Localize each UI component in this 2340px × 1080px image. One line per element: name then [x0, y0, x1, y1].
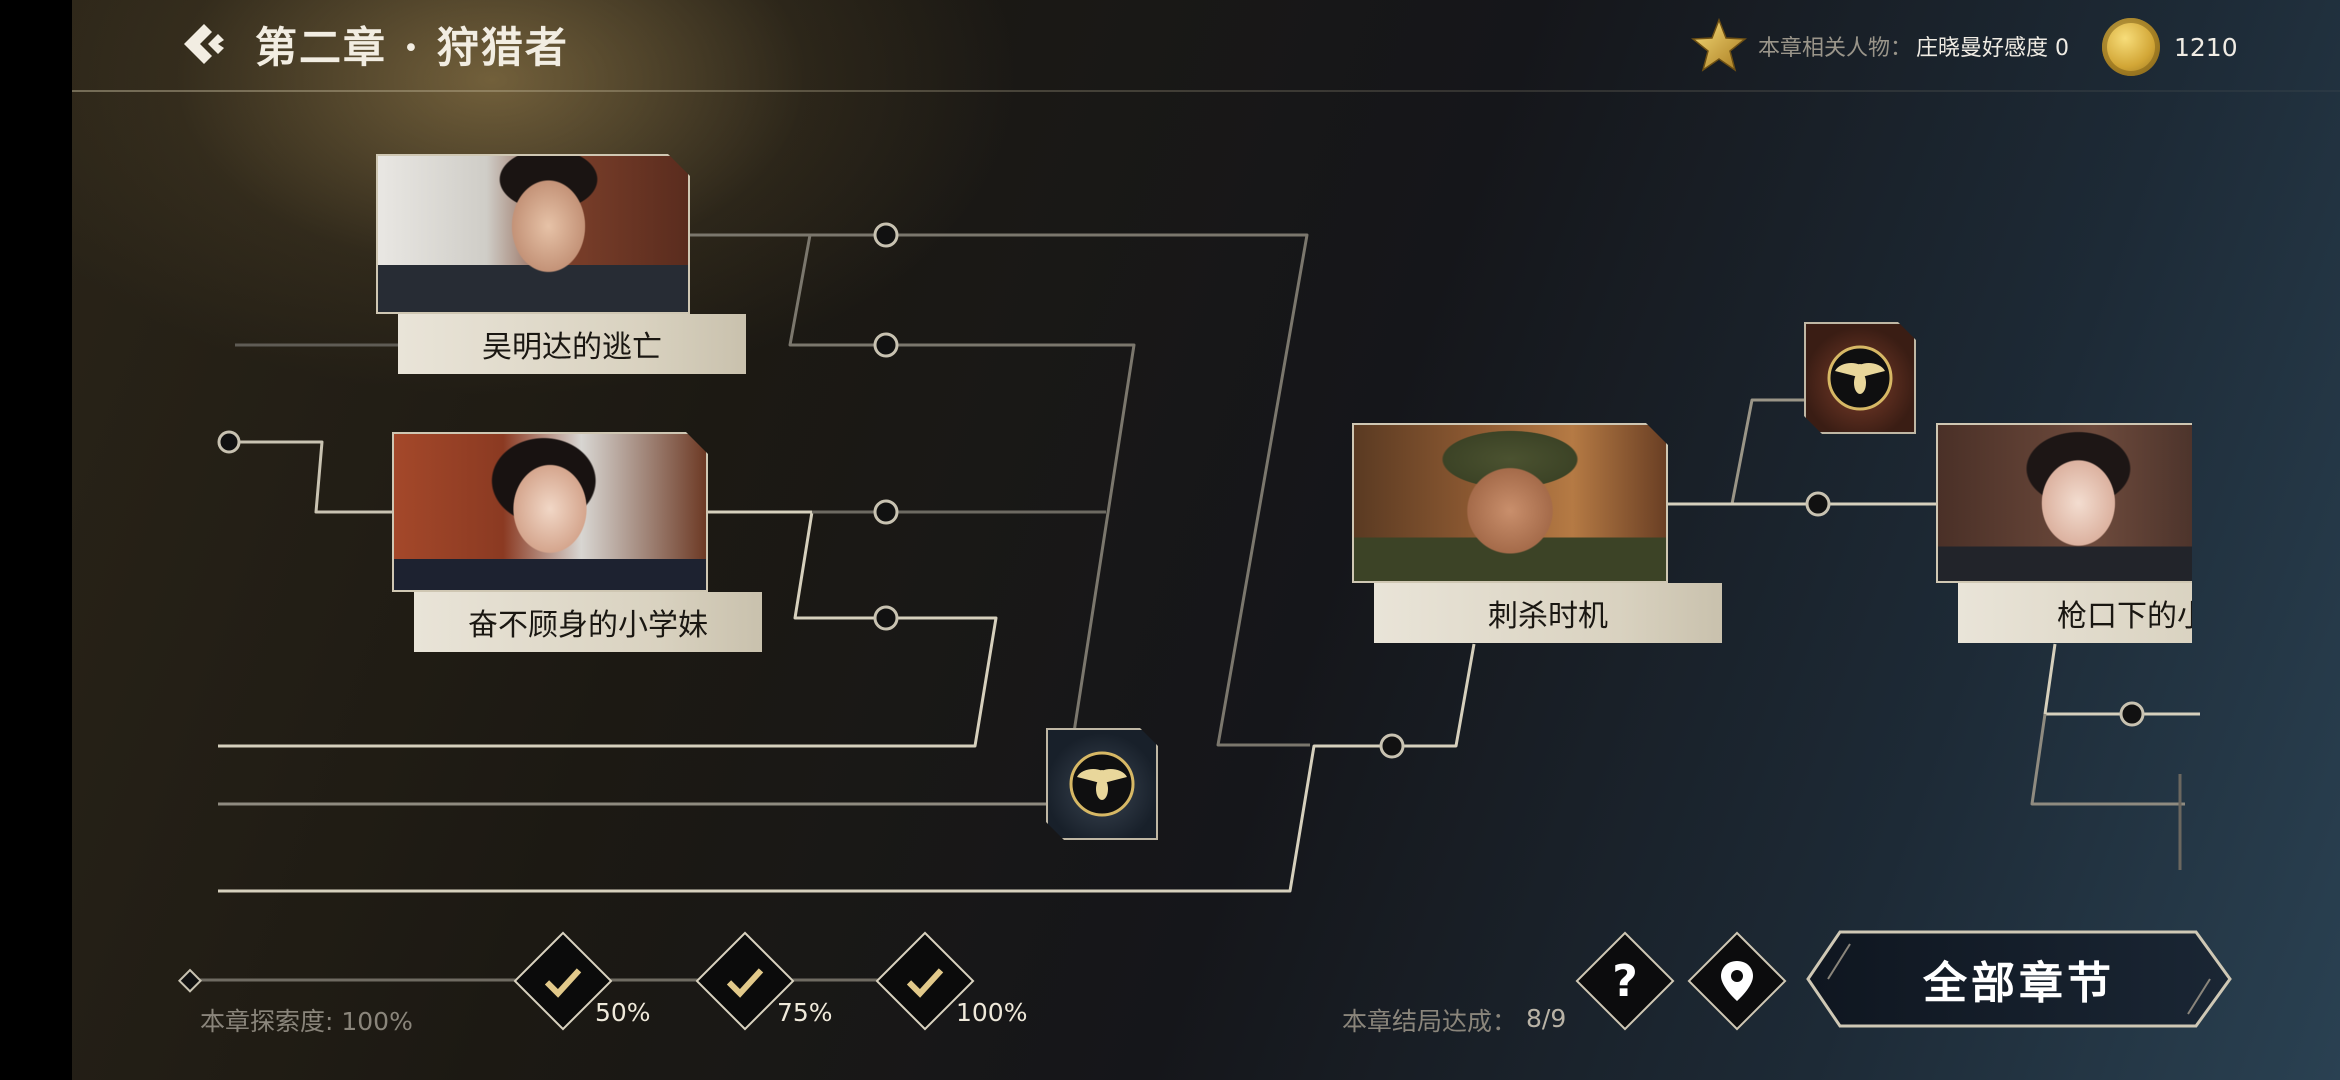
story-card-clip: 枪口下的小 — [1936, 423, 2192, 653]
path-node — [2119, 701, 2145, 727]
back-chevron-icon — [184, 24, 224, 64]
path-node — [873, 605, 899, 631]
story-card-under-gunpoint[interactable]: 枪口下的小 — [1936, 423, 2192, 645]
check-icon — [726, 968, 764, 998]
story-card-image — [392, 432, 708, 592]
coin-icon — [2102, 18, 2160, 76]
story-card-assassination-timing[interactable]: 刺杀时机 — [1352, 423, 1722, 645]
ending-emblem[interactable] — [1804, 322, 1916, 434]
story-card-image — [1352, 423, 1668, 583]
story-card-image — [376, 154, 690, 314]
milestone-75-label: 75% — [777, 998, 833, 1027]
milestone-50-label: 50% — [595, 998, 651, 1027]
path-line — [230, 440, 392, 514]
endings-achieved-label: 本章结局达成： — [1342, 1007, 1518, 1036]
back-button[interactable] — [178, 18, 230, 70]
all-chapters-label: 全部章节 — [1923, 958, 2115, 1009]
story-card-label: 奋不顾身的小学妹 — [414, 592, 762, 652]
endings-achieved-value: 8/9 — [1526, 1004, 1567, 1033]
story-card-image — [1936, 423, 2192, 583]
path-node — [873, 499, 899, 525]
location-pin-icon — [1721, 961, 1753, 1001]
left-black-bar — [0, 0, 72, 1080]
path-node — [217, 430, 241, 454]
story-card-label: 枪口下的小 — [1958, 583, 2192, 643]
milestone-100-reward[interactable] — [875, 931, 975, 1031]
ending-emblem-locked[interactable] — [1046, 728, 1158, 840]
coin-value: 1210 — [2174, 32, 2238, 62]
path-node — [1379, 733, 1405, 759]
affinity-value: 庄晓曼好感度 0 — [1916, 36, 2070, 61]
milestone-50-reward[interactable] — [513, 931, 613, 1031]
path-node — [873, 222, 899, 248]
question-icon: ? — [1612, 955, 1638, 1007]
path-line — [2030, 713, 2185, 806]
check-icon — [906, 968, 944, 998]
path-node — [1805, 491, 1831, 517]
header-divider — [72, 90, 2340, 92]
all-chapters-frame — [1806, 930, 2232, 1028]
bee-emblem-icon — [1825, 343, 1895, 413]
path-line — [690, 233, 1310, 747]
related-character-affinity: 本章相关人物： 庄晓曼好感度 0 — [1690, 17, 2070, 74]
milestone-100-label: 100% — [956, 998, 1028, 1027]
story-card-label: 吴明达的逃亡 — [398, 314, 746, 374]
location-button[interactable] — [1687, 931, 1787, 1031]
affinity-label: 本章相关人物： — [1758, 36, 1913, 61]
story-card-wu-mingda[interactable]: 吴明达的逃亡 — [376, 154, 746, 376]
all-chapters-button[interactable]: 全部章节 — [1806, 930, 2232, 1028]
coin-balance: 1210 — [2102, 18, 2238, 76]
exploration-progress-label: 本章探索度: 100% — [200, 1007, 413, 1036]
path-line — [788, 234, 1136, 746]
check-icon — [544, 968, 582, 998]
milestone-75-reward[interactable] — [695, 931, 795, 1031]
path-line — [2043, 643, 2200, 716]
progress-start-diamond — [177, 968, 203, 993]
bee-emblem-icon — [1067, 749, 1137, 819]
story-card-label: 刺杀时机 — [1374, 583, 1722, 643]
path-node — [873, 332, 899, 358]
chapter-title: 第二章 · 狩猎者 — [255, 23, 569, 72]
story-card-junior-schoolgirl[interactable]: 奋不顾身的小学妹 — [392, 432, 762, 652]
star-icon — [1690, 17, 1748, 72]
path-line — [218, 643, 1476, 893]
